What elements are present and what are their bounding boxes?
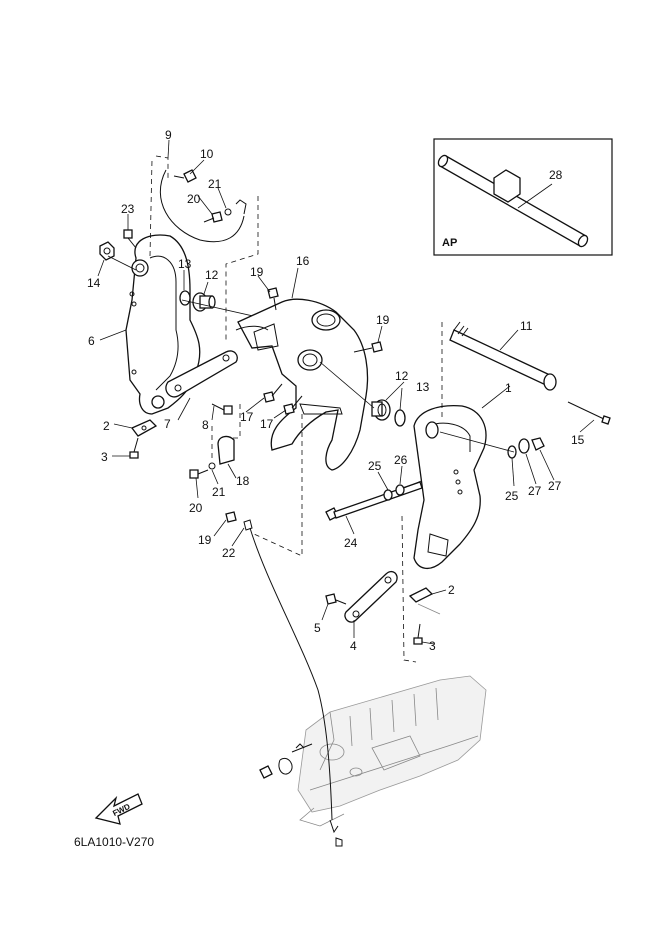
callout-23: 23: [121, 202, 135, 216]
callout-18: 18: [236, 474, 250, 488]
screw-10: [173, 169, 197, 183]
nut-27b: [531, 437, 545, 451]
clip-18: [217, 435, 235, 465]
callout-4: 4: [350, 639, 357, 653]
callout-25b: 25: [505, 489, 519, 503]
bolt-19-right: [353, 341, 383, 353]
inset-rod-part-28: [437, 154, 589, 248]
callout-17b: 17: [260, 417, 274, 431]
callout-24: 24: [344, 536, 358, 550]
callout-16: 16: [296, 254, 310, 268]
callout-5: 5: [314, 621, 321, 635]
rod-15: [567, 401, 611, 425]
nut-shaft-end: [543, 373, 557, 391]
bolt-23: [123, 229, 137, 249]
tilt-tube-11: [449, 329, 553, 387]
bolt-24: [325, 481, 423, 521]
callout-13b: 13: [416, 380, 430, 394]
inset-box: AP 28: [433, 138, 613, 256]
bolt-3-left: [129, 437, 139, 459]
ground-lead-wire: [249, 527, 333, 821]
bolt-3-right: [413, 623, 423, 645]
callout-26: 26: [394, 453, 408, 467]
fwd-arrow-icon: FWD: [94, 793, 143, 825]
callout-7: 7: [164, 417, 171, 431]
anode-plate-7: [165, 350, 238, 398]
anode-plate-4: [344, 570, 398, 623]
callout-27a: 27: [528, 484, 542, 498]
clip-top: [235, 199, 247, 215]
bolt-17-right: [283, 395, 303, 415]
left-bracket-assembly: [99, 155, 263, 459]
screw-20-top: [203, 211, 223, 223]
callout-13a: 13: [178, 257, 192, 271]
callout-22: 22: [222, 546, 236, 560]
ground-bolt-lower: [259, 743, 313, 779]
callout-6: 6: [88, 334, 95, 348]
washer-25-left: [383, 489, 393, 501]
callout-2a: 2: [103, 419, 110, 433]
callout-17a: 17: [240, 410, 254, 424]
callout-12a: 12: [205, 268, 219, 282]
left-clamp-bracket: [125, 234, 201, 415]
callout-21a: 21: [208, 177, 222, 191]
callout-15: 15: [571, 433, 585, 447]
callout-28: 28: [549, 168, 563, 182]
bolt-19-bottom: [225, 511, 237, 523]
callout-19c: 19: [198, 533, 212, 547]
callout-25a: 25: [368, 459, 382, 473]
washer-21-top: [224, 208, 232, 216]
washer-13-right: [394, 409, 406, 427]
callouts: 1 2 2 3 3 4 5 6 7 8 9 10 11 12 12 13 13 …: [87, 128, 585, 653]
callout-8: 8: [202, 418, 209, 432]
bolt-19-top: [267, 287, 279, 311]
swivel-bracket-assembly: [189, 287, 469, 557]
callout-2b: 2: [448, 583, 455, 597]
inset-label: AP: [442, 237, 457, 249]
washer-27a: [518, 438, 530, 454]
bolt-17-left: [263, 383, 283, 403]
swivel-bracket-16: [237, 298, 369, 471]
bushing-12-left: [192, 292, 216, 312]
callout-27b: 27: [548, 479, 562, 493]
nut-14: [99, 241, 115, 261]
clip-22: [243, 519, 253, 531]
callout-11: 11: [520, 319, 533, 333]
bushing-12-right: [371, 399, 391, 421]
callout-1: 1: [505, 381, 512, 395]
callout-20b: 20: [189, 501, 203, 515]
callout-9: 9: [165, 128, 172, 142]
diagram-code: 6LA1010-V270: [74, 835, 154, 849]
washer-13-left: [179, 290, 191, 306]
callout-19a: 19: [250, 265, 264, 279]
bolt-5: [325, 593, 347, 605]
screw-20-bottom: [189, 469, 209, 479]
lower-casing-ghost: [297, 675, 487, 827]
washer-25-right: [507, 445, 517, 459]
right-clamp-bracket-1: [413, 404, 487, 569]
right-bracket-assembly: [325, 321, 611, 663]
callout-3b: 3: [429, 639, 436, 653]
callout-leaders: [97, 139, 595, 645]
callout-10: 10: [200, 147, 214, 161]
clamp-piece-2-left: [130, 419, 158, 437]
clamp-piece-2-right: [408, 587, 434, 603]
callout-12b: 12: [395, 369, 409, 383]
washer-21-bottom: [208, 462, 216, 470]
callout-20a: 20: [187, 192, 201, 206]
callout-14: 14: [87, 276, 101, 290]
callout-19b: 19: [376, 313, 390, 327]
callout-21b: 21: [212, 485, 226, 499]
bolt-8: [211, 403, 233, 415]
callout-3a: 3: [101, 450, 108, 464]
washer-26: [395, 484, 405, 496]
